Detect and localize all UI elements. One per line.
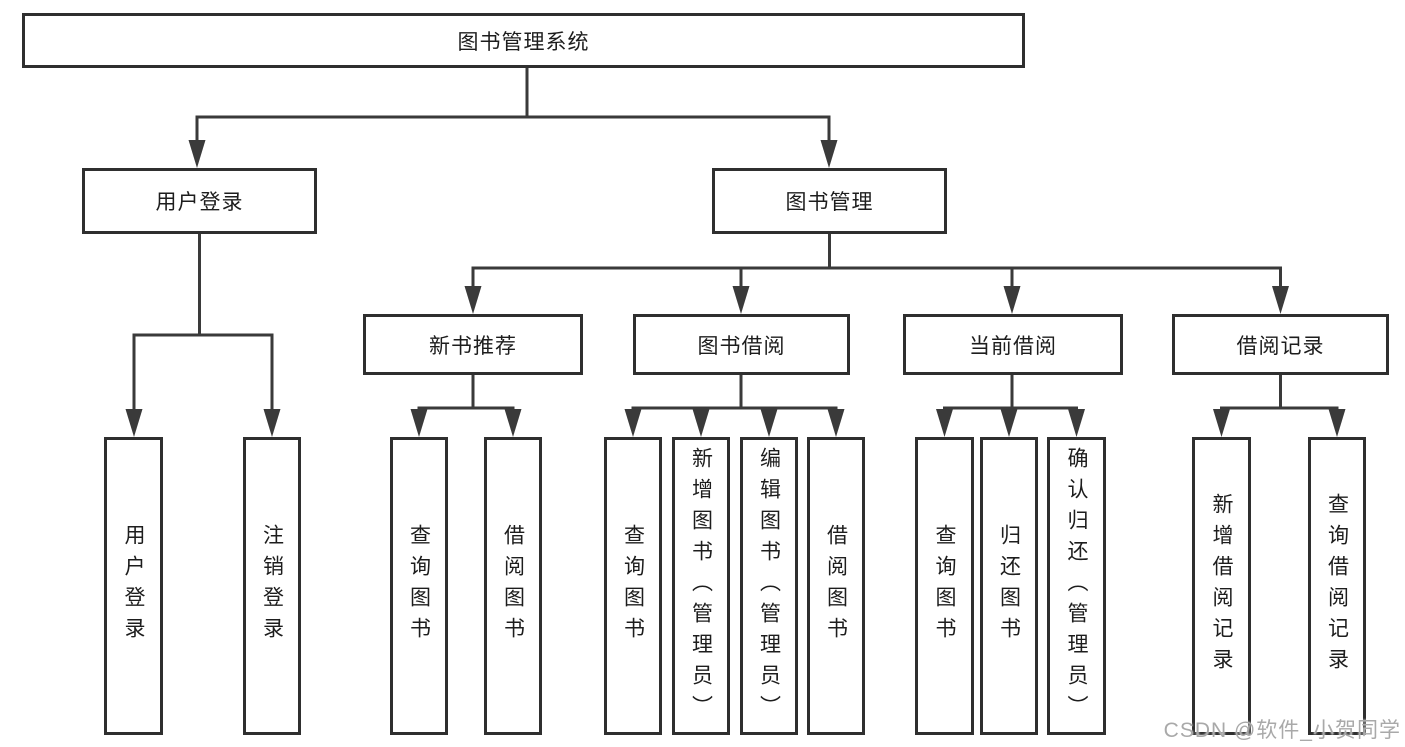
node-book-management: 图书管理 <box>712 168 947 234</box>
leaf-edit-books-admin: 编辑图书（管理员） <box>740 437 798 735</box>
leaf-label: 注销登录 <box>260 524 284 648</box>
node-label: 借阅记录 <box>1236 334 1325 358</box>
node-library-management-system: 图书管理系统 <box>22 13 1025 68</box>
leaf-query-books-current: 查询图书 <box>915 437 974 735</box>
node-new-book-recommendation: 新书推荐 <box>363 314 583 375</box>
node-label: 新书推荐 <box>429 334 517 358</box>
leaf-logout: 注销登录 <box>243 437 301 735</box>
node-label: 用户登录 <box>155 191 244 214</box>
node-book-borrowing: 图书借阅 <box>633 314 850 375</box>
csdn-watermark: CSDN @软件_小贺同学 <box>1163 719 1401 742</box>
leaf-label: 借阅图书 <box>824 524 848 648</box>
node-borrowing-records: 借阅记录 <box>1172 314 1389 375</box>
leaf-user-login: 用户登录 <box>104 437 163 735</box>
leaf-query-books-recommend: 查询图书 <box>390 437 448 735</box>
leaf-borrow-books: 借阅图书 <box>807 437 865 735</box>
leaf-label: 确认归还（管理员） <box>1065 446 1088 726</box>
leaf-return-books: 归还图书 <box>980 437 1038 735</box>
leaf-query-borrow-record: 查询借阅记录 <box>1308 437 1366 735</box>
leaf-add-borrow-record: 新增借阅记录 <box>1192 437 1251 735</box>
node-label: 图书管理系统 <box>457 30 590 54</box>
leaf-confirm-return-admin: 确认归还（管理员） <box>1047 437 1106 735</box>
leaf-borrow-books-recommend: 借阅图书 <box>484 437 542 735</box>
leaf-label: 用户登录 <box>122 524 145 648</box>
leaf-label: 借阅图书 <box>501 524 525 648</box>
leaf-label: 归还图书 <box>997 524 1021 648</box>
leaf-label: 编辑图书（管理员） <box>757 446 781 726</box>
leaf-add-books-admin: 新增图书（管理员） <box>672 437 730 735</box>
leaf-label: 新增图书（管理员） <box>689 446 713 726</box>
leaf-label: 查询图书 <box>933 524 956 648</box>
node-label: 图书管理 <box>785 191 874 214</box>
leaf-label: 查询借阅记录 <box>1325 493 1349 679</box>
leaf-label: 查询图书 <box>621 524 645 648</box>
leaf-label: 查询图书 <box>407 524 431 648</box>
node-current-borrowing: 当前借阅 <box>903 314 1123 375</box>
leaf-label: 新增借阅记录 <box>1210 493 1233 679</box>
leaf-query-books-borrow: 查询图书 <box>604 437 662 735</box>
arrowheads <box>125 140 1346 437</box>
node-label: 图书借阅 <box>697 334 786 358</box>
node-user-login: 用户登录 <box>82 168 317 234</box>
node-label: 当前借阅 <box>969 334 1057 358</box>
